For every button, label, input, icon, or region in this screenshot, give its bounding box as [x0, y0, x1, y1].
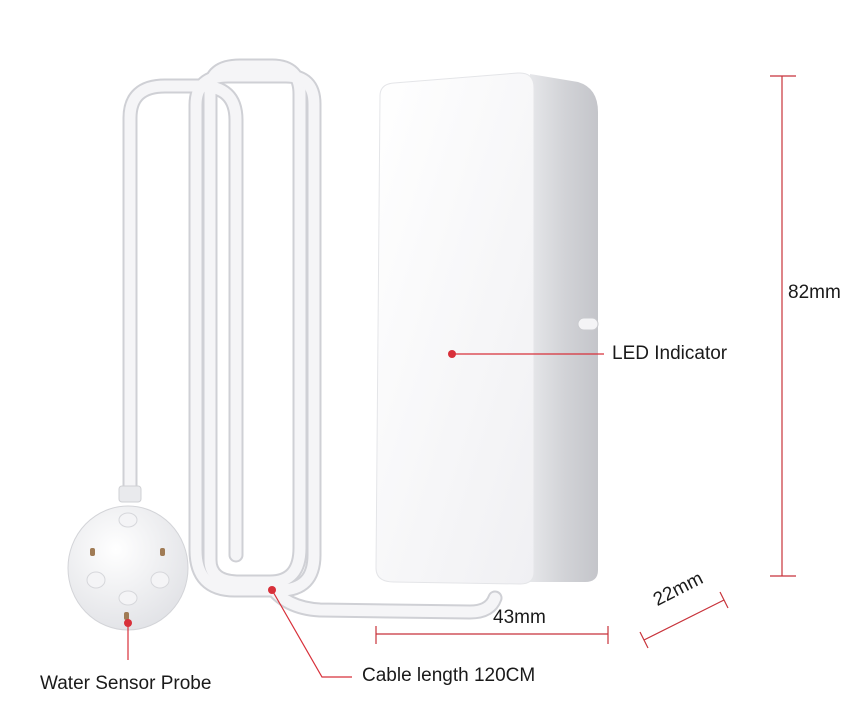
sensor-cable [122, 58, 503, 620]
width-label: 43mm [493, 607, 546, 628]
height-label: 82mm [788, 282, 841, 303]
depth-dimension-line [639, 591, 729, 649]
probe-label: Water Sensor Probe [40, 673, 212, 694]
sensor-housing [375, 72, 599, 585]
width-dimension-line [375, 626, 609, 644]
height-dimension-line [770, 75, 796, 577]
led-indicator-label: LED Indicator [612, 343, 728, 364]
cable-length-label: Cable length 120CM [362, 665, 536, 686]
water-probe [67, 485, 189, 631]
led-indicator-callout [448, 350, 604, 358]
probe-callout [124, 619, 132, 660]
cable-length-callout [268, 586, 352, 678]
